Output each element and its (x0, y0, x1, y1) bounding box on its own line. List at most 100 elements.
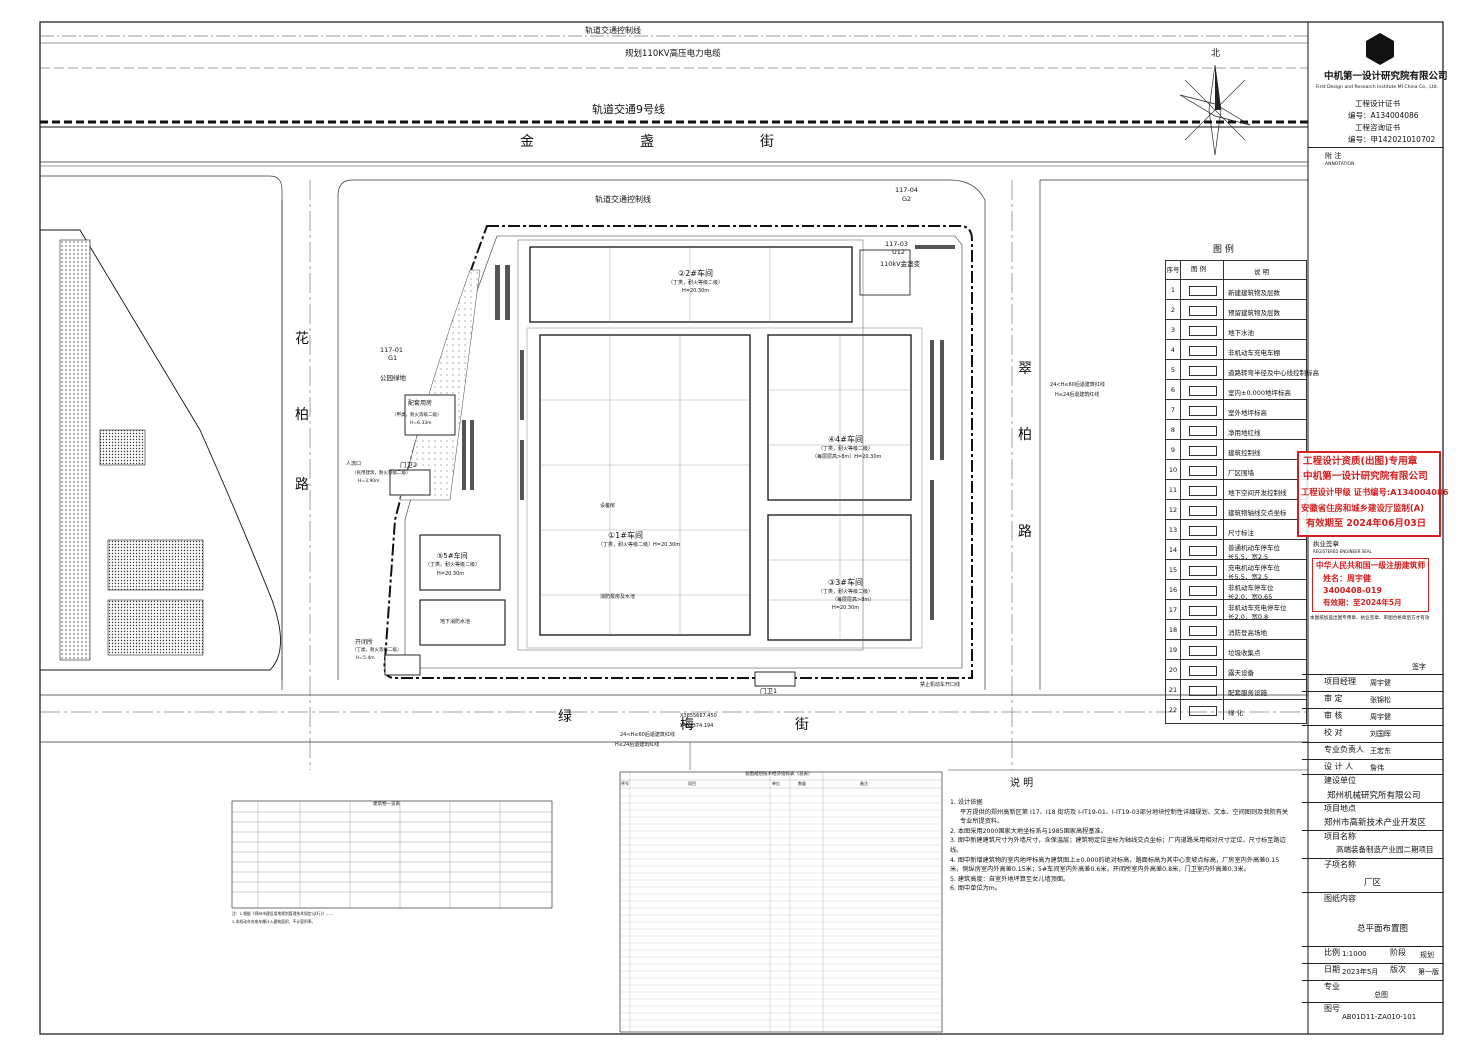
role-name: 詹伟 (1370, 764, 1384, 772)
legend-desc: 道路转弯半径及中心线控制标高 (1228, 369, 1319, 377)
b2-h: H=20.30m (682, 288, 710, 294)
legend-desc: 普通机动车停车位 (1228, 544, 1280, 552)
b1-sub: （丁类，耐火等级二级）H=20.30m (598, 542, 681, 548)
stamp1-l2: 中机第一设计研究院有限公司 (1303, 471, 1428, 482)
north-label: 北 (1211, 49, 1221, 59)
indicator-head-no: 序号 (621, 781, 629, 786)
indicator-table-title: 总图规划技术经济指标表（总表） (745, 772, 813, 777)
equipment-label: 设备房 (600, 503, 616, 509)
top-control-line-label: 轨道交通控制线 (585, 26, 641, 35)
legend-desc: 室外地坪标高 (1228, 409, 1267, 417)
building-table-title: 建筑物一览表 (373, 802, 400, 807)
building-1 (539, 334, 751, 636)
legend-symbol-icon (1181, 440, 1224, 460)
building-table-frame (231, 800, 553, 909)
legend-no: 18 (1166, 620, 1181, 640)
legend-desc: 室内±0.000地坪标高 (1228, 389, 1292, 397)
notes-body: 1. 设计依据平方提供的郑州高新区第 I17、I18 街坊及 I-IT19-01… (950, 798, 1290, 894)
aux-h: H=6.33m (410, 421, 432, 426)
version-value: 第一版 (1418, 968, 1439, 976)
legend-desc: 新建建筑物及层数 (1228, 289, 1280, 297)
west-parcel-boundary (40, 229, 281, 671)
legend-desc: 垃圾收集点 (1228, 649, 1261, 657)
qualification-stamp: 工程设计资质(出图)专用章 中机第一设计研究院有限公司 工程设计甲级 证书编号:… (1297, 451, 1449, 537)
note-line: 平方提供的郑州高新区第 I17、I18 街坊及 I-IT19-01、I-IT19… (960, 808, 1289, 826)
parcel-e-sub: U12 (892, 248, 906, 256)
prof-label: 专业 (1324, 982, 1340, 991)
legend-symbol-icon (1181, 300, 1224, 320)
b3-h: H=20.30m (832, 605, 860, 611)
annotation-label: 附 注 (1325, 152, 1342, 160)
north-arrow (1179, 64, 1251, 156)
site-value: 郑州市高新技术产业开发区 (1324, 818, 1427, 828)
title-block: 项目经理周宇健审 定张锦松审 核周宇健校 对刘国晖专业负责人王宏东设 计 人詹伟… (1302, 650, 1443, 1034)
legend-desc: 地下水池 (1228, 329, 1254, 337)
b1-name: ①1#车间 (608, 531, 643, 540)
sub-label: 子项名称 (1324, 860, 1356, 869)
legend-desc: 预留建筑物及层数 (1228, 309, 1280, 317)
legend-row: 14 普通机动车停车位长5.5，宽2.5 (1166, 539, 1306, 561)
legend-no: 19 (1166, 640, 1181, 660)
parcel-nw-sub: G1 (388, 354, 398, 362)
legend-symbol-icon (1181, 340, 1224, 360)
coord-y: Y452374.194 (680, 723, 714, 729)
prof-value: 总图 (1374, 991, 1388, 999)
indicator-table-frame (619, 771, 943, 1033)
stamp1-l5: 有效期至 2024年06月03日 (1306, 518, 1427, 529)
guard-sub: （民用建筑，耐火等级二级） (352, 471, 411, 476)
org-name-en: First Design and Research Institute MI C… (1316, 85, 1439, 90)
legend-symbol-icon (1181, 380, 1224, 400)
legend-no: 21 (1166, 680, 1181, 700)
legend-symbol-icon (1181, 600, 1224, 620)
legend-no: 5 (1166, 360, 1181, 380)
switch-name: 开闭所 (355, 639, 374, 646)
legend-symbol-icon (1181, 420, 1224, 440)
role-name: 张锦松 (1370, 696, 1391, 704)
note-line: 1. 设计依据 (950, 799, 983, 806)
project-value: 高端装备制造产业园二期项目 (1336, 845, 1434, 854)
gate-south-label: 门卫1 (760, 687, 778, 695)
legend-no: 3 (1166, 320, 1181, 340)
switch-sub: （丁类，耐火等级二级） (352, 648, 402, 653)
legend-no: 22 (1166, 700, 1181, 720)
legend-no: 8 (1166, 420, 1181, 440)
legend-no: 16 (1166, 580, 1181, 600)
legend-symbol-icon (1181, 580, 1224, 600)
legend-symbol-icon (1181, 680, 1224, 700)
street-north-3: 街 (760, 134, 774, 150)
legend-desc: 充电机动车停车位 (1228, 564, 1280, 572)
date-label: 日期 (1324, 965, 1340, 974)
legend-no: 14 (1166, 540, 1181, 560)
legend-symbol-icon (1181, 400, 1224, 420)
legend-desc-2: 长2.0，宽0.8 (1228, 613, 1269, 621)
legend-symbol-icon (1181, 280, 1224, 300)
basement-label: 地下消防水池 (440, 619, 471, 625)
seal-label: 执业签章 (1313, 540, 1339, 548)
legend-symbol-icon (1181, 640, 1224, 660)
vehicle-gate-label: 禁止机动车开口线 (920, 682, 961, 688)
client-label: 建设单位 (1324, 776, 1356, 785)
setback-north: 24<H≤60后退建筑红线 (1050, 382, 1105, 388)
setback-north2: H≤24后退建筑红线 (1055, 392, 1100, 398)
cert-no: 编号：A134004086 (1348, 111, 1419, 120)
legend-no: 9 (1166, 440, 1181, 460)
role-label: 设 计 人 (1324, 762, 1354, 771)
legend-no: 15 (1166, 560, 1181, 580)
legend-desc-2: 长5.5，宽2.5 (1228, 553, 1269, 561)
guard-h: H=3.90m (358, 479, 380, 484)
indicator-head-qty: 数量 (798, 781, 806, 786)
validity-note: 本图纸加盖出图专用章、执业签章、审图合格章后方才有效 (1310, 616, 1430, 621)
stamp1-l1: 工程设计资质(出图)专用章 (1303, 456, 1418, 467)
org-logo (1366, 33, 1394, 65)
legend-symbol-icon (1181, 520, 1224, 540)
